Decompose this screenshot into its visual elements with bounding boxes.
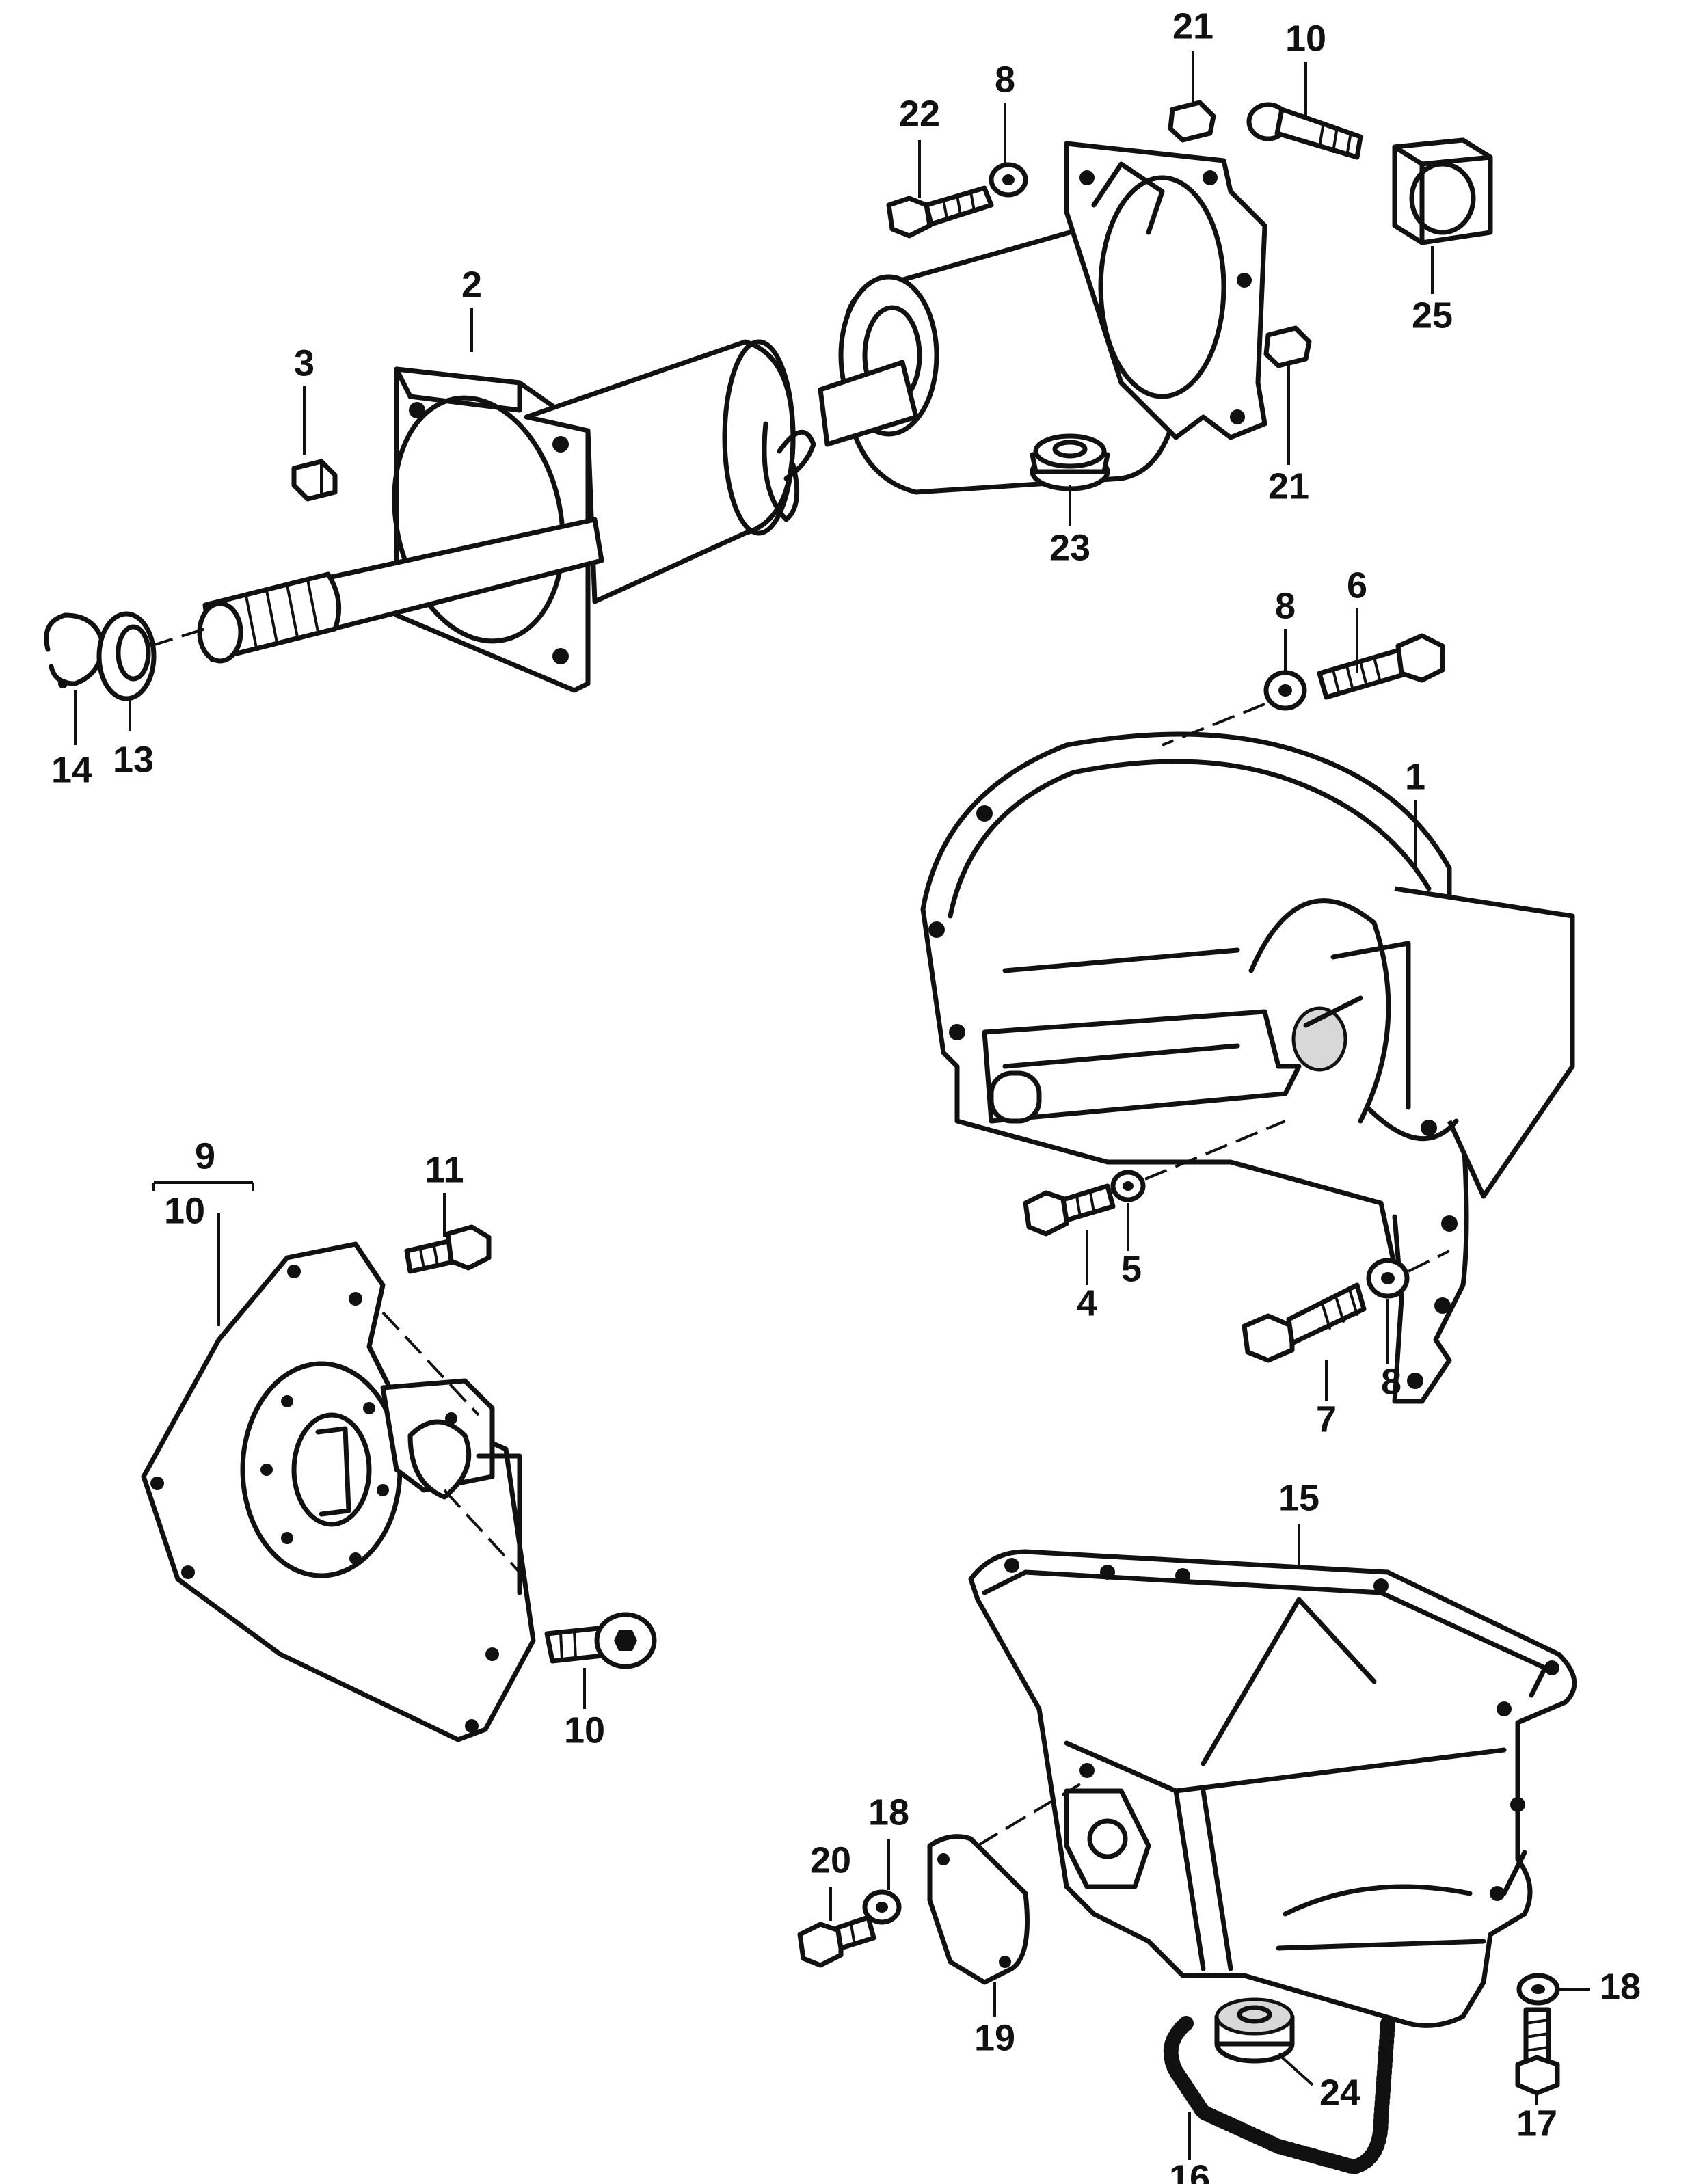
part-oil-pan-15 [968,1549,1577,2028]
part-bell-housing-1 [920,731,1575,1404]
part-bolt-22 [886,185,994,239]
callout-3: 3 [294,342,314,383]
part-drive-plate-9 [141,1241,536,1742]
part-tube-flange-2 [197,339,816,693]
callout-6: 6 [1347,565,1367,606]
part-cover-plate-19 [927,1834,1030,1985]
part-clamp-25 [1392,137,1493,245]
leader-lines [74,51,1590,2160]
callout-18-right: 18 [1600,1966,1641,2007]
callout-23: 23 [1049,527,1090,568]
part-washer-18-right [1516,1973,1560,2006]
callout-14: 14 [51,749,92,790]
part-seal-13 [96,611,157,701]
callout-17: 17 [1516,2103,1557,2144]
callout-15: 15 [1278,1477,1319,1518]
part-grommet-23 [1030,433,1110,491]
part-washer-18-left [862,1889,902,1925]
callout-21-bottom: 21 [1268,466,1309,507]
part-bolt-4 [1023,1183,1116,1237]
part-nut-21-top [1168,100,1216,143]
callout-5: 5 [1121,1248,1142,1289]
callout-2: 2 [461,264,482,305]
part-bearing-housing [818,141,1268,495]
callout-18-left: 18 [868,1792,909,1833]
part-washer-8-low [1366,1258,1410,1299]
callout-7: 7 [1316,1399,1337,1440]
callout-10-top: 10 [1285,18,1326,59]
callout-9: 9 [195,1135,215,1176]
part-bolt-11 [404,1224,492,1274]
callout-4: 4 [1077,1282,1097,1323]
callout-10-socket: 10 [564,1710,605,1751]
part-nut-3 [291,459,338,502]
part-nut-21-bottom [1263,325,1312,368]
part-bolt-7 [1242,1282,1367,1363]
callout-1: 1 [1405,756,1425,797]
callout-labels: 1 2 3 4 5 6 7 8 8 8 9 10 10 10 11 13 14 … [51,5,1641,2184]
callout-8-top: 8 [995,59,1015,100]
callout-8-low: 8 [1381,1361,1401,1402]
part-strainer-24 [1214,1997,1295,2064]
part-washer-8-mid [1263,670,1307,711]
callout-22: 22 [899,93,940,134]
part-washer-5 [1110,1170,1146,1202]
part-bolt-6 [1317,633,1445,700]
callout-25: 25 [1412,295,1453,336]
callout-20: 20 [810,1839,851,1880]
part-bolt-20 [797,1915,876,1968]
callout-11: 11 [425,1149,464,1190]
callout-10-plate: 10 [164,1190,205,1231]
part-bolt-17 [1515,2007,1560,2096]
callout-13: 13 [113,739,154,780]
callout-21-top: 21 [1172,5,1213,46]
callout-24: 24 [1319,2072,1360,2113]
part-bolt-10-top [1246,102,1363,160]
part-bolt-10-socket [544,1612,657,1669]
callout-8-mid: 8 [1275,585,1296,626]
part-circlip-14 [44,612,105,688]
part-gasket-16 [1163,2016,1395,2175]
callout-16: 16 [1169,2157,1210,2184]
part-washer-8-top [989,162,1028,198]
callout-19: 19 [974,2017,1015,2058]
